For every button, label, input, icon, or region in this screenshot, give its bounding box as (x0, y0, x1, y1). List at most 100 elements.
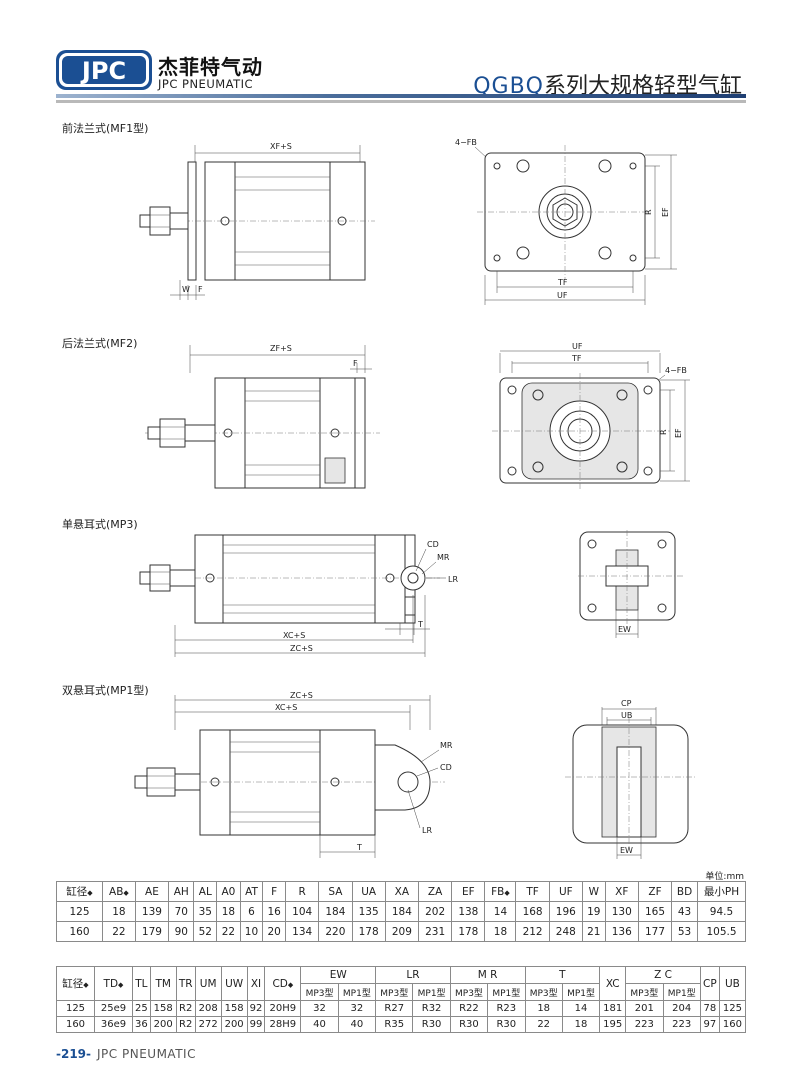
page-footer: -219-JPC PNEUMATIC (56, 1047, 196, 1061)
table-cell: 94.5 (697, 901, 746, 922)
table-header-cell: XA (384, 881, 419, 902)
dim-tf2: TF (571, 354, 582, 363)
brand-name-en: JPC PNEUMATIC (158, 77, 254, 91)
table-cell: 125 (56, 901, 103, 922)
table-header-cell: A0 (216, 881, 241, 902)
table-header-cell: T (524, 966, 601, 984)
table-cell: 10 (239, 921, 264, 942)
table-subheader-cell: MP1型 (337, 983, 377, 1001)
table-cell: R35 (375, 1016, 414, 1033)
table-cell: 130 (604, 901, 639, 922)
table-header-cell: TL (132, 966, 151, 1001)
table-header-cell: W (581, 881, 606, 902)
table-cell: 138 (451, 901, 486, 922)
table-header-cell: 缸径◆ (56, 966, 95, 1001)
table-cell: 18 (524, 1000, 563, 1017)
table-cell: 160 (718, 1016, 747, 1033)
table-cell: R2 (175, 1016, 196, 1033)
table-cell: 134 (285, 921, 320, 942)
dim-xf-s: XF+S (270, 142, 292, 151)
table-cell: 18 (561, 1016, 601, 1033)
table-header-cell: AE (134, 881, 170, 902)
dim-cd-mp1: CD (440, 763, 452, 772)
table-subheader-cell: MP1型 (412, 983, 451, 1001)
table-subheader-cell: MP1型 (561, 983, 601, 1001)
table-header-cell: LR (375, 966, 451, 984)
dim-uf: UF (557, 291, 568, 300)
dim-zc-s-mp3: ZC+S (290, 644, 313, 653)
table-subheader-cell: MP1型 (662, 983, 701, 1001)
table-subheader-cell: MP3型 (375, 983, 414, 1001)
table-cell: 178 (351, 921, 386, 942)
table-cell: 165 (637, 901, 673, 922)
table-header-cell: UB (718, 966, 747, 1001)
section-label-mp3: 单悬耳式(MP3) (62, 518, 138, 531)
table-cell: 32 (337, 1000, 377, 1017)
dim-fb2: 4−FB (665, 366, 687, 375)
dim-tf: TF (557, 278, 568, 287)
table-cell: 52 (193, 921, 218, 942)
table-header-cell: UF (548, 881, 583, 902)
table-cell: 92 (246, 1000, 266, 1017)
dim-mr-mp1: MR (440, 741, 453, 750)
dim-mr-mp3: MR (437, 553, 450, 562)
table-cell: 19 (581, 901, 606, 922)
table-cell: 20H9 (264, 1000, 302, 1017)
table-cell: 32 (300, 1000, 339, 1017)
table-cell: R22 (449, 1000, 489, 1017)
page-number: -219- (56, 1047, 92, 1061)
table-cell: 18 (216, 901, 241, 922)
table-cell: 125 (56, 1000, 95, 1017)
table-cell: R2 (175, 1000, 196, 1017)
table-cell: 25 (132, 1000, 151, 1017)
dim-ef2: EF (674, 428, 683, 438)
table-cell: 40 (337, 1016, 377, 1033)
page-header: JPC 杰菲特气动 JPC PNEUMATIC QGBQ系列大规格轻型气缸 (0, 0, 800, 104)
table-cell: 136 (604, 921, 639, 942)
dim-fb: 4−FB (455, 138, 477, 147)
table-header-cell: XF (604, 881, 639, 902)
table-cell: 208 (194, 1000, 222, 1017)
dim-xc-s-mp1: XC+S (275, 703, 297, 712)
table-row: 125 18 139 70 35 18 6 16 104 184 135 184… (56, 901, 746, 922)
table-header-cell: R (285, 881, 320, 902)
brand-name-cn: 杰菲特气动 (158, 55, 263, 79)
table-cell: 21 (581, 921, 606, 942)
table-cell: 25e9 (94, 1000, 133, 1017)
table-header-cell: ZA (417, 881, 453, 902)
jpc-logo: JPC (56, 50, 152, 90)
dim-lr-mp1: LR (422, 826, 432, 835)
table-cell: 196 (548, 901, 583, 922)
table-header-cell: FB◆ (484, 881, 517, 902)
table-cell: 22 (216, 921, 241, 942)
table-header-cell: UA (351, 881, 386, 902)
table-cell: 184 (384, 901, 419, 922)
table-header-cell: AH (168, 881, 195, 902)
table-cell: 160 (56, 921, 103, 942)
table-cell: 104 (285, 901, 320, 922)
table-cell: 6 (239, 901, 264, 922)
table-cell: 220 (318, 921, 353, 942)
dim-xc-s-mp3: XC+S (283, 631, 305, 640)
table-subheader-cell: MP3型 (625, 983, 664, 1001)
table-header-row: 缸径◆ AB◆ AE AH AL A0 AT F R SA UA XA ZA E… (56, 881, 746, 902)
table-cell: 158 (149, 1000, 177, 1017)
spec-table-2: 缸径◆ TD◆ TL TM TR UM UW XI CD◆ EW LR M R … (56, 966, 747, 1033)
drawing-mf1-front: 4−FB R EF TF UF (455, 138, 677, 305)
table-cell: 178 (451, 921, 486, 942)
drawing-mp1-front: CP UB EW (565, 699, 695, 859)
table-cell: 135 (351, 901, 386, 922)
dim-t-mp1: T (356, 843, 362, 852)
table-header-cell: EF (451, 881, 486, 902)
section-label-mf1: 前法兰式(MF1型) (62, 122, 149, 135)
dim-r2: R (659, 429, 668, 435)
table-cell: 125 (718, 1000, 747, 1017)
table-header-cell: UW (220, 966, 248, 1001)
table-cell: 184 (318, 901, 353, 922)
dim-f2: F (353, 359, 358, 368)
table-header-cell: Z C (625, 966, 701, 984)
table-cell: 209 (384, 921, 419, 942)
dim-ew-mp3: EW (618, 625, 631, 634)
drawing-mf2-side: ZF+S F (145, 344, 380, 489)
table-header-cell: SA (318, 881, 353, 902)
